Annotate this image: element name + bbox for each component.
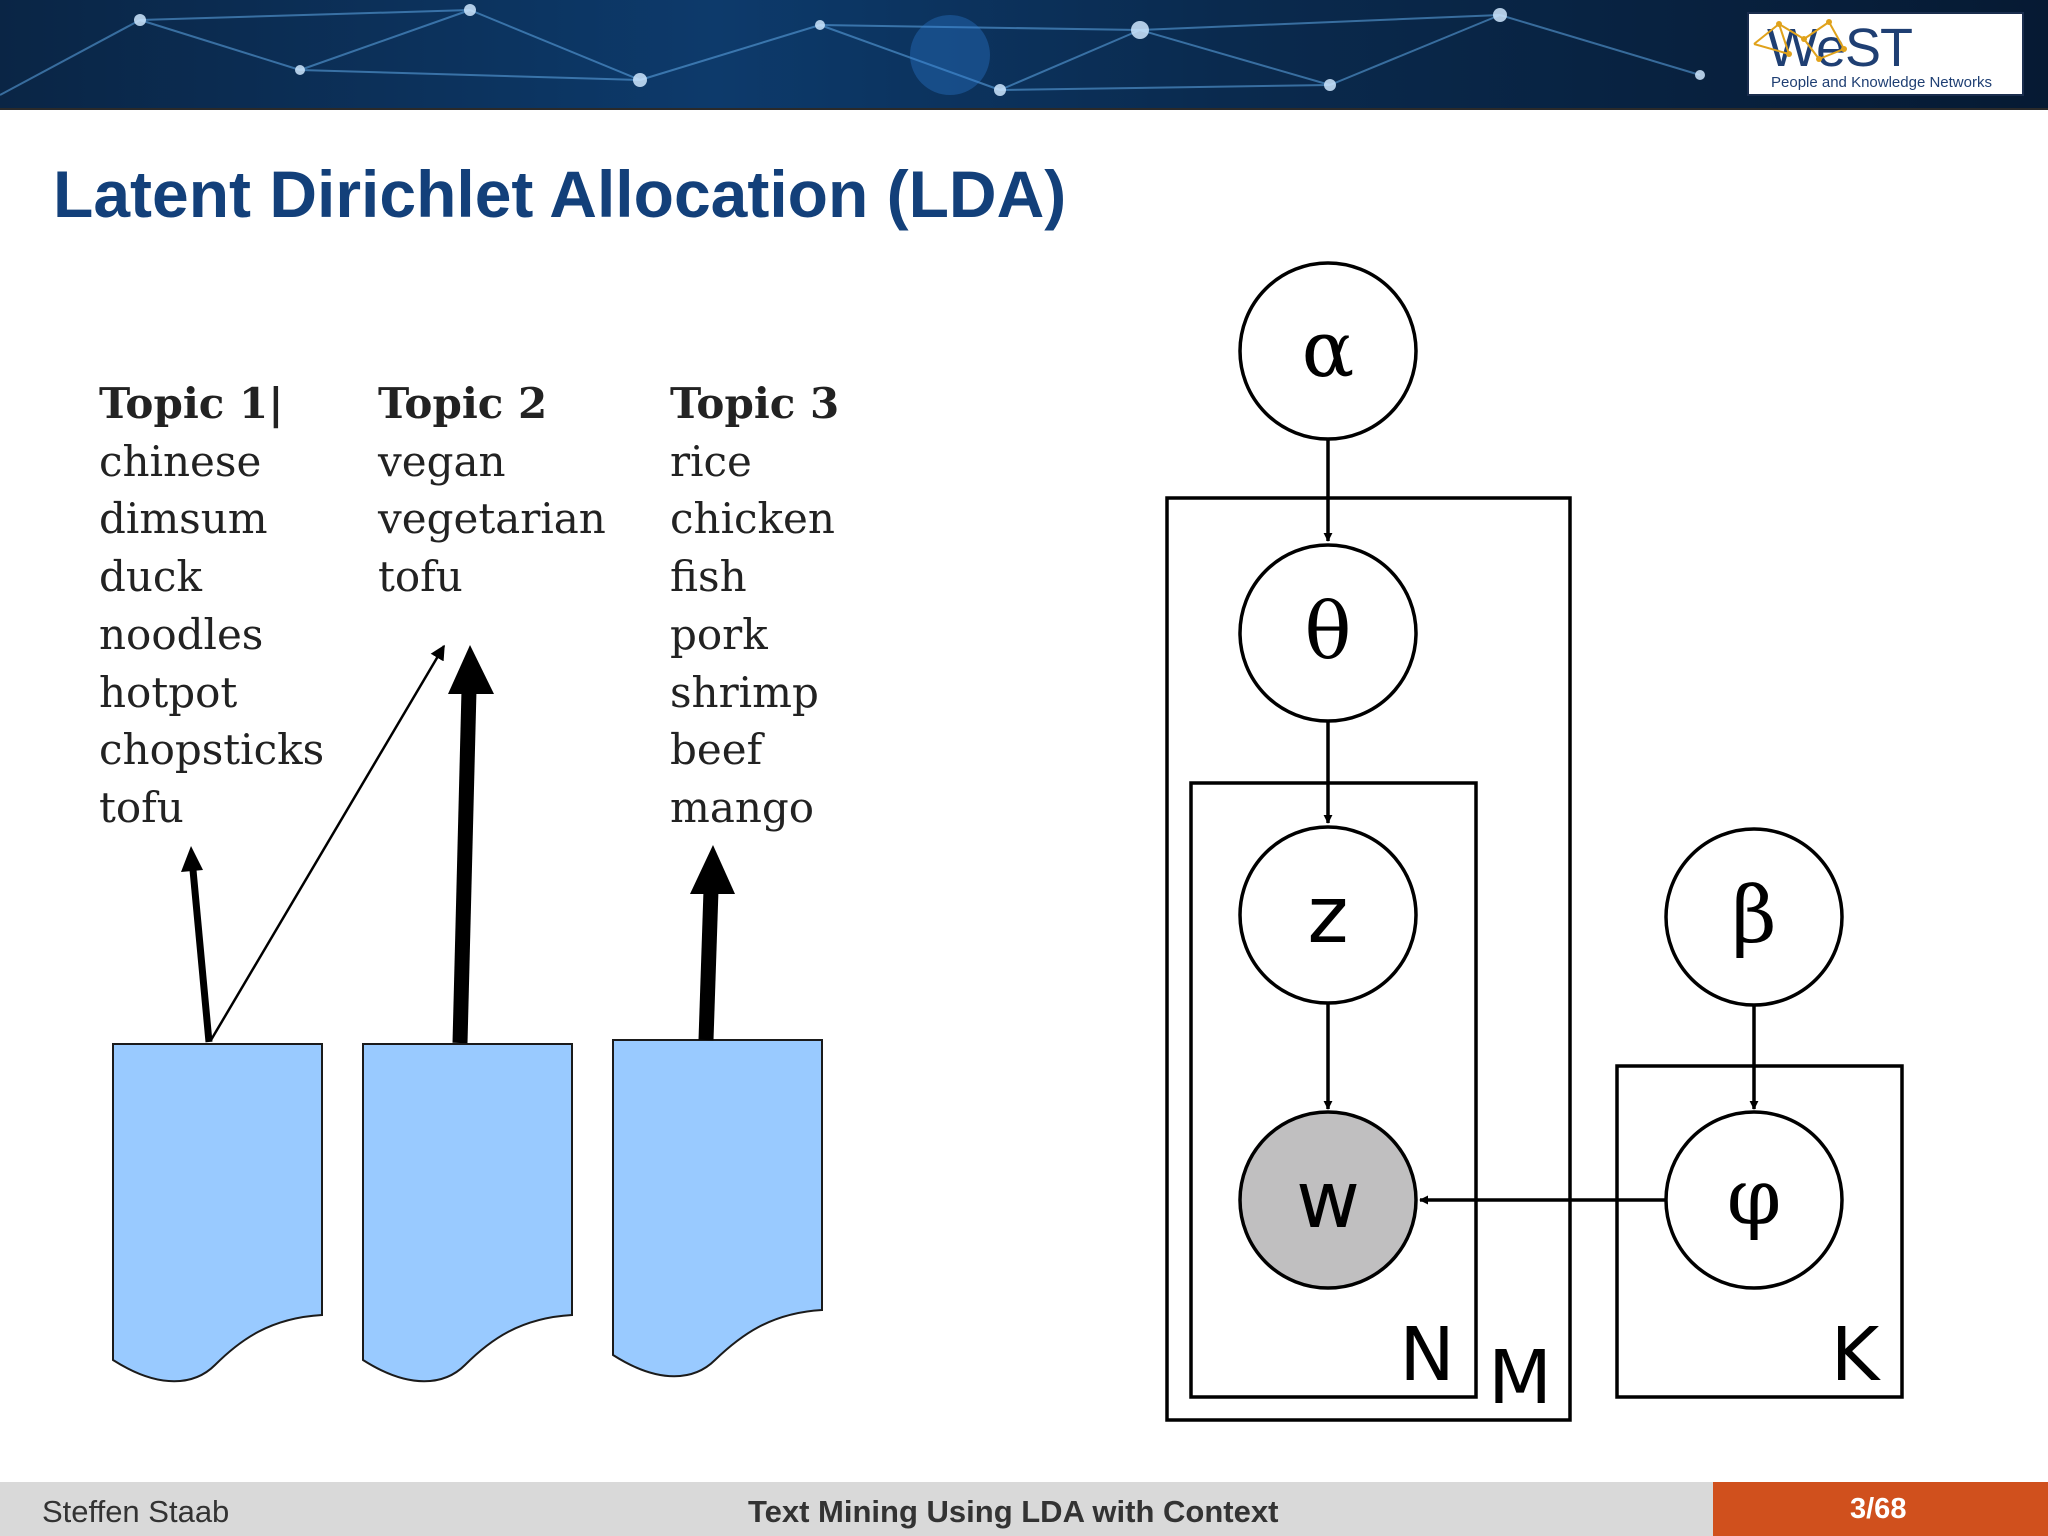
node-theta [1238,543,1418,723]
doc2-to-topic2-arrow [452,689,477,1044]
topic-word: chopsticks [99,725,325,775]
header-banner: WeST People and Knowledge Networks [0,0,2048,110]
topic-word: fish [670,552,747,602]
doc3-to-topic3-arrowhead [690,845,735,894]
topic-word: tofu [378,552,463,602]
topic-word: pork [670,609,768,659]
topic-word: chicken [670,494,835,544]
topic-word: dimsum [99,494,268,544]
doc2-to-topic2-arrowhead [448,645,494,694]
lda-diagram: N M K α θ z w β φ [112,261,1904,1422]
plate-k [1615,1064,1904,1399]
node-alpha-label: α [1302,305,1355,395]
node-z-label: z [1308,871,1349,961]
topic-word: vegan [378,436,506,486]
node-w [1238,1110,1418,1290]
logo-subtitle: People and Knowledge Networks [1771,74,1992,91]
node-phi-label: φ [1727,1153,1782,1243]
topic-word: noodles [99,609,264,659]
topic-word: duck [99,552,202,602]
doc1-to-topic1-arrow [189,869,213,1043]
doc1-to-topic2-arrow [209,644,446,1041]
logo-network-icon [1753,19,1847,62]
slide-title: Latent Dirichlet Allocation (LDA) [53,157,1067,231]
topic-word: shrimp [670,667,819,717]
node-theta-label: θ [1305,587,1352,677]
topic-word: rice [670,436,752,486]
west-logo[interactable]: WeST People and Knowledge Networks [1747,12,2024,96]
doc1-to-topic1-arrowhead [181,846,203,872]
topic-word: vegetarian [378,494,606,544]
footer-author: Steffen Staab [42,1494,230,1529]
topic-column-1: Topic 1| chinese dimsum duck noodles hot… [99,375,324,837]
node-z [1238,825,1418,1005]
node-phi [1664,1110,1844,1290]
plate-m [1165,496,1572,1422]
document-topic-arrows [181,644,735,1044]
topic-word: beef [670,725,763,775]
plate-n [1189,781,1478,1399]
topic-column-2: Topic 2 vegan vegetarian tofu [378,375,606,606]
node-w-label: w [1296,1156,1360,1246]
document-icons [112,1039,823,1383]
plate-k-label: K [1831,1312,1882,1398]
banner-divider [0,108,2048,110]
model-edges [1323,440,1759,1205]
topic-column-3: Topic 3 rice chicken fish pork shrimp be… [670,375,839,837]
plate-m-label: M [1488,1335,1552,1421]
topic-word: hotpot [99,667,238,717]
topic-word: tofu [99,782,184,832]
doc3-to-topic3-arrow [698,889,719,1041]
footer-title: Text Mining Using LDA with Context [748,1494,1279,1529]
topic-word: chinese [99,436,262,486]
footer-bar: Steffen Staab Text Mining Using LDA with… [0,1482,2048,1536]
node-alpha [1238,261,1418,441]
logo-wordmark: WeST [1767,18,1913,78]
node-beta [1664,827,1844,1007]
plate-n-label: N [1399,1312,1454,1398]
topic-1-heading: Topic 1| [99,379,284,428]
node-beta-label: β [1731,871,1776,961]
topic-word: mango [670,782,815,832]
topic-3-heading: Topic 3 [670,379,840,428]
document-icon-2 [362,1043,573,1383]
footer-page-box [1713,1482,2048,1536]
document-icon-1 [112,1043,323,1383]
network-background-graphic [0,4,1705,96]
topic-2-heading: Topic 2 [378,379,548,428]
document-icon-3 [612,1039,823,1378]
page-number: 3/68 [1850,1493,1907,1525]
plates [1165,496,1904,1422]
model-nodes [1238,261,1844,1290]
